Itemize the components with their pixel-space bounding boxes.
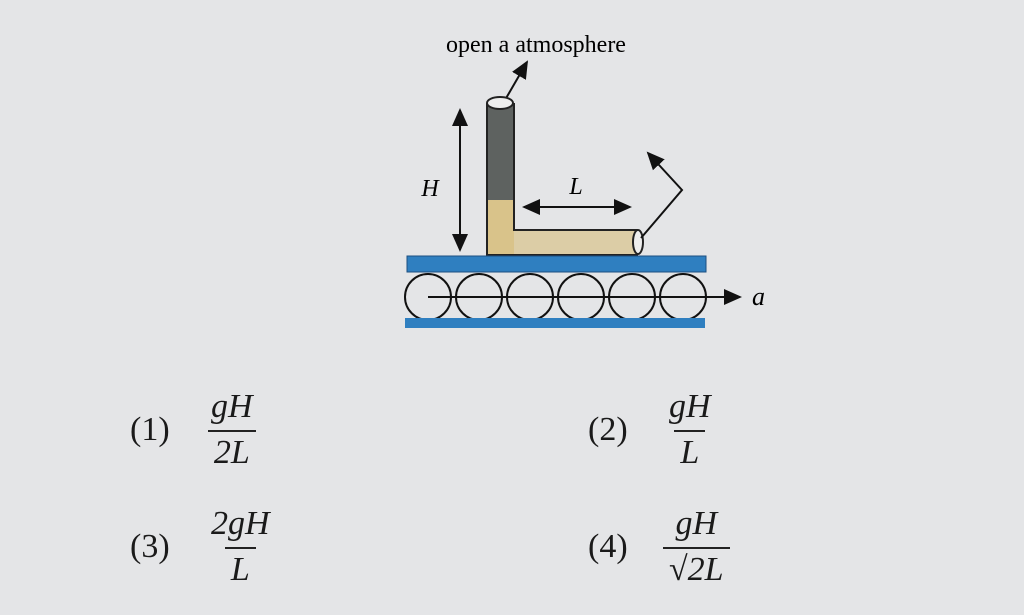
numerator: 2gH bbox=[211, 505, 270, 542]
option-number: (2) bbox=[588, 411, 628, 448]
label-a: a bbox=[752, 282, 765, 311]
label-l: L bbox=[568, 174, 582, 200]
numerator: gH bbox=[211, 388, 253, 425]
denominator: L bbox=[674, 430, 706, 472]
denominator: 2L bbox=[207, 430, 256, 472]
ground bbox=[405, 318, 705, 328]
option-fraction: gH √2L bbox=[663, 505, 730, 589]
option-fraction: gH 2L bbox=[205, 388, 259, 472]
caption-open-atmosphere: open a atmosphere bbox=[446, 32, 626, 58]
option-fraction: 2gH L bbox=[205, 505, 276, 589]
option-1[interactable]: (1) gH 2L bbox=[130, 388, 259, 472]
platform bbox=[406, 255, 707, 273]
option-number: (4) bbox=[588, 528, 628, 565]
l-tube bbox=[486, 96, 644, 256]
atmosphere-arrow bbox=[504, 60, 529, 101]
option-4[interactable]: (4) gH √2L bbox=[588, 505, 730, 589]
denominator: L bbox=[224, 547, 256, 589]
option-2[interactable]: (2) gH L bbox=[588, 388, 717, 472]
denominator: √2L bbox=[663, 547, 730, 589]
label-h: H bbox=[420, 176, 440, 202]
numerator: gH bbox=[669, 388, 711, 425]
option-number: (1) bbox=[130, 411, 170, 448]
outlet-arrow bbox=[640, 151, 684, 239]
option-3[interactable]: (3) 2gH L bbox=[130, 505, 276, 589]
numerator: gH bbox=[675, 505, 718, 542]
option-fraction: gH L bbox=[663, 388, 717, 472]
option-number: (3) bbox=[130, 528, 170, 565]
